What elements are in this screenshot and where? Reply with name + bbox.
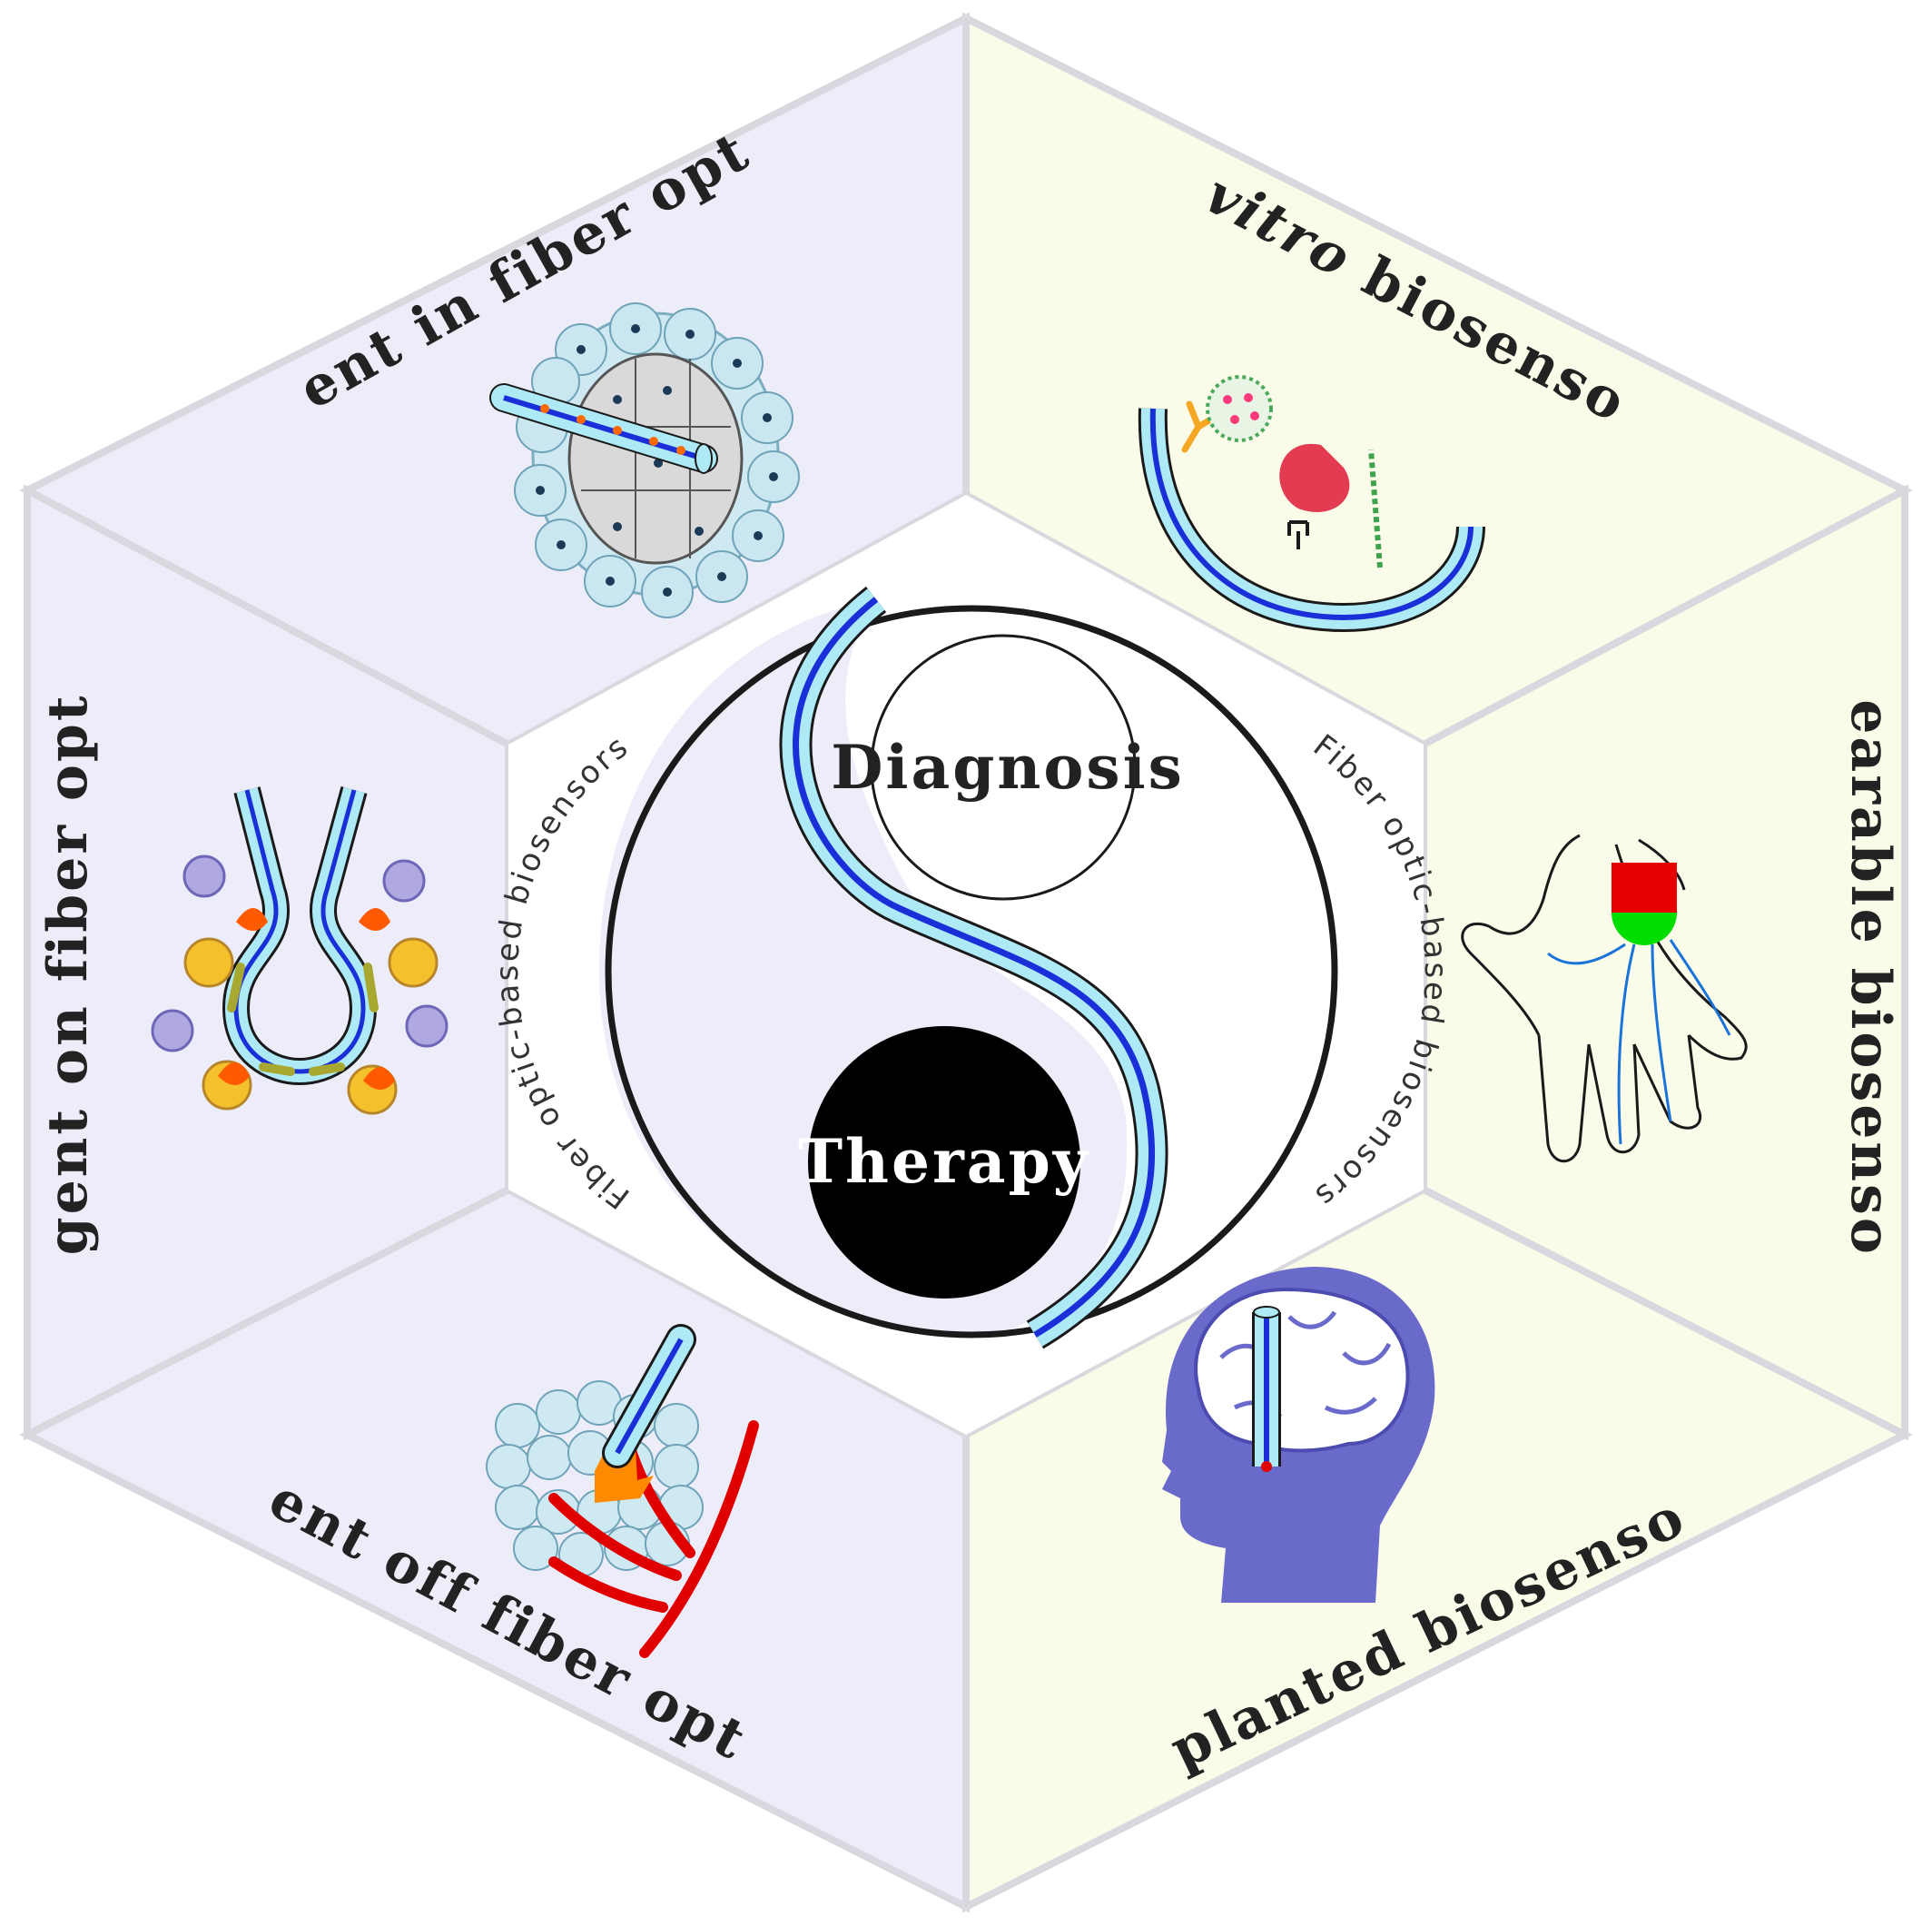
agent-off-fiber	[602, 1324, 696, 1468]
u-fiber-illustration	[151, 786, 448, 1115]
virus-icon	[1206, 375, 1273, 442]
s-curve-fiber	[779, 586, 1168, 1349]
wearable-sensor-icon	[1612, 863, 1677, 945]
vessel-tumor-illustration	[486, 1324, 759, 1658]
u-fiber	[222, 786, 378, 1086]
therapy-circle	[808, 1026, 1080, 1299]
diagnosis-label: Diagnosis	[831, 732, 1185, 803]
dna-probe-icon	[1368, 449, 1383, 568]
head-illustration	[1162, 1267, 1435, 1603]
therapy-label: Therapy	[798, 1126, 1090, 1197]
hand-vessels	[1547, 939, 1731, 1145]
agent-in-fiber	[489, 383, 718, 474]
brain	[1194, 1287, 1410, 1453]
tumor-cluster-illustration	[489, 302, 800, 618]
in-vitro-fiber	[1138, 408, 1485, 633]
outer-ring	[605, 605, 1338, 1338]
diagnosis-circle	[870, 634, 1137, 901]
in-vitro-illustration	[1138, 375, 1485, 633]
implanted-fiber	[1252, 1306, 1281, 1472]
aptamer-icon	[1279, 443, 1350, 549]
